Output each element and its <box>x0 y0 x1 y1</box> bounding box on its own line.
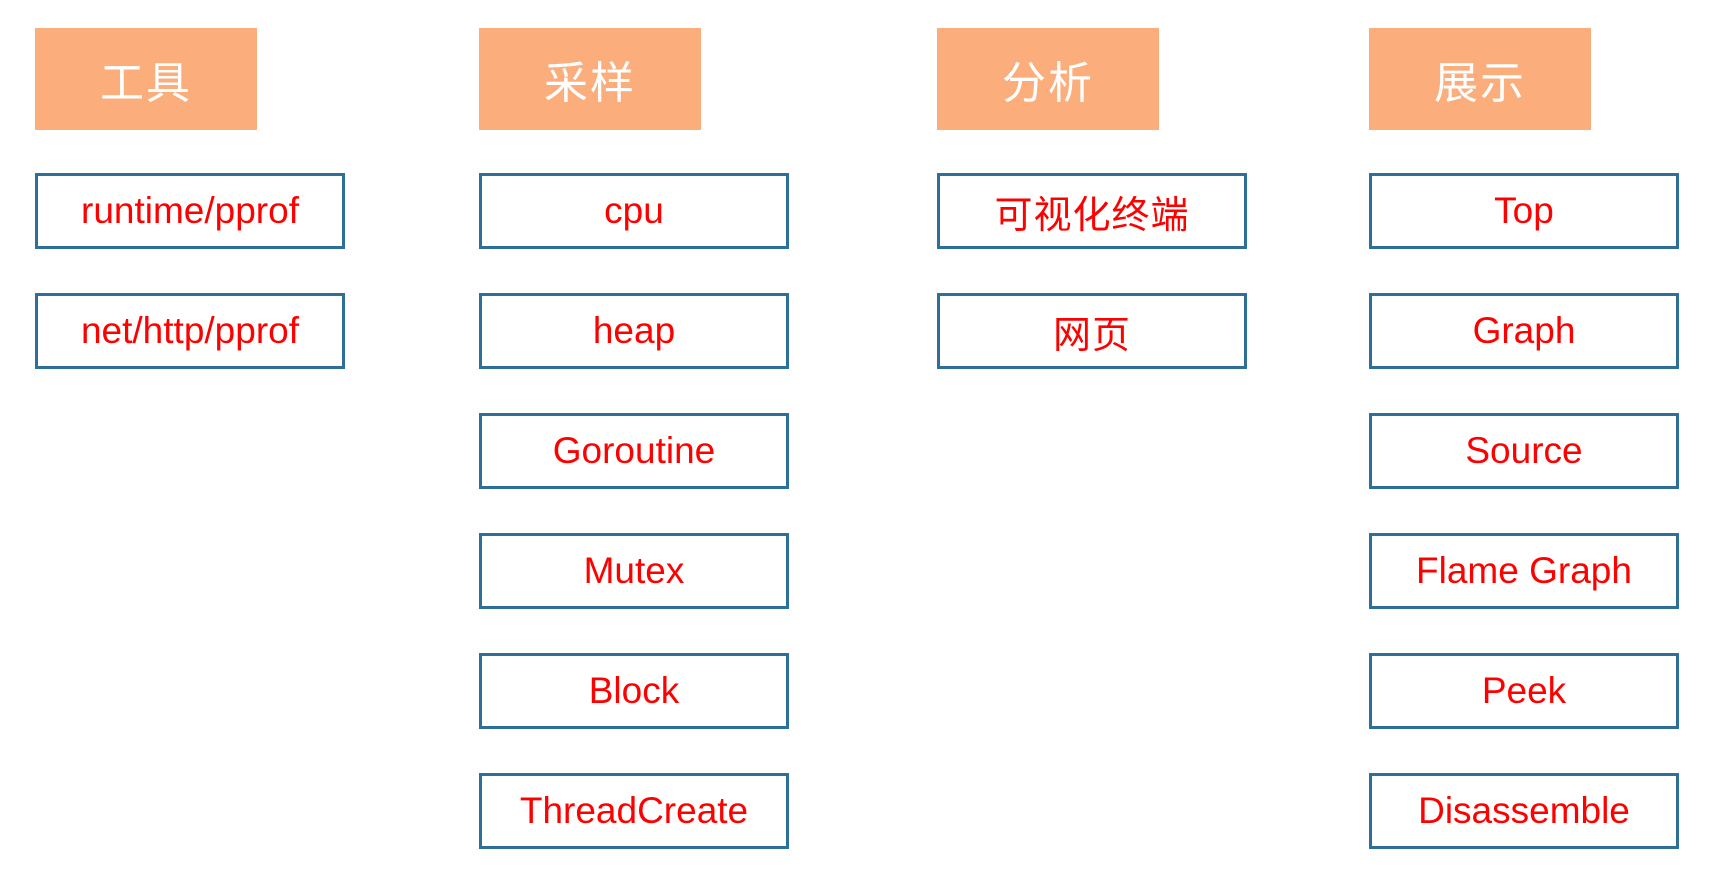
node-label: Peek <box>1481 670 1567 711</box>
node-label: cpu <box>604 190 664 231</box>
node-goroutine: Goroutine <box>479 413 789 489</box>
node-webpage: 网页 <box>937 293 1247 369</box>
node-label: Goroutine <box>552 430 716 471</box>
column-analysis: 分析 可视化终端 网页 <box>937 28 1247 413</box>
node-label: runtime/pprof <box>81 190 299 231</box>
node-label: Block <box>588 670 680 711</box>
node-label: ThreadCreate <box>519 790 749 831</box>
node-block: Block <box>479 653 789 729</box>
node-label: 可视化终端 <box>994 192 1190 237</box>
column-header-tools: 工具 <box>35 28 257 130</box>
node-label: net/http/pprof <box>80 310 300 351</box>
node-label: Mutex <box>583 550 685 591</box>
node-label: Flame Graph <box>1416 550 1632 591</box>
node-net-http-pprof: net/http/pprof <box>35 293 345 369</box>
column-header-analysis: 分析 <box>937 28 1159 130</box>
node-top: Top <box>1369 173 1679 249</box>
column-header-display: 展示 <box>1369 28 1591 130</box>
node-mutex: Mutex <box>479 533 789 609</box>
column-tools: 工具 runtime/pprof net/http/pprof <box>35 28 345 413</box>
node-label: Disassemble <box>1418 790 1630 831</box>
node-disassemble: Disassemble <box>1369 773 1679 849</box>
node-label: heap <box>592 310 676 351</box>
node-runtime-pprof: runtime/pprof <box>35 173 345 249</box>
node-flame-graph: Flame Graph <box>1369 533 1679 609</box>
node-heap: heap <box>479 293 789 369</box>
node-threadcreate: ThreadCreate <box>479 773 789 849</box>
column-display: 展示 Top Graph Source Flame Graph Peek Dis… <box>1369 28 1679 886</box>
column-header-sampling: 采样 <box>479 28 701 130</box>
node-label: Source <box>1465 430 1583 471</box>
node-label: 网页 <box>1052 312 1131 357</box>
node-visual-terminal: 可视化终端 <box>937 173 1247 249</box>
node-graph: Graph <box>1369 293 1679 369</box>
node-label: Graph <box>1472 310 1576 351</box>
node-label: Top <box>1494 190 1554 231</box>
node-cpu: cpu <box>479 173 789 249</box>
node-source: Source <box>1369 413 1679 489</box>
column-sampling: 采样 cpu heap Goroutine Mutex Block Thread… <box>479 28 789 886</box>
node-peek: Peek <box>1369 653 1679 729</box>
